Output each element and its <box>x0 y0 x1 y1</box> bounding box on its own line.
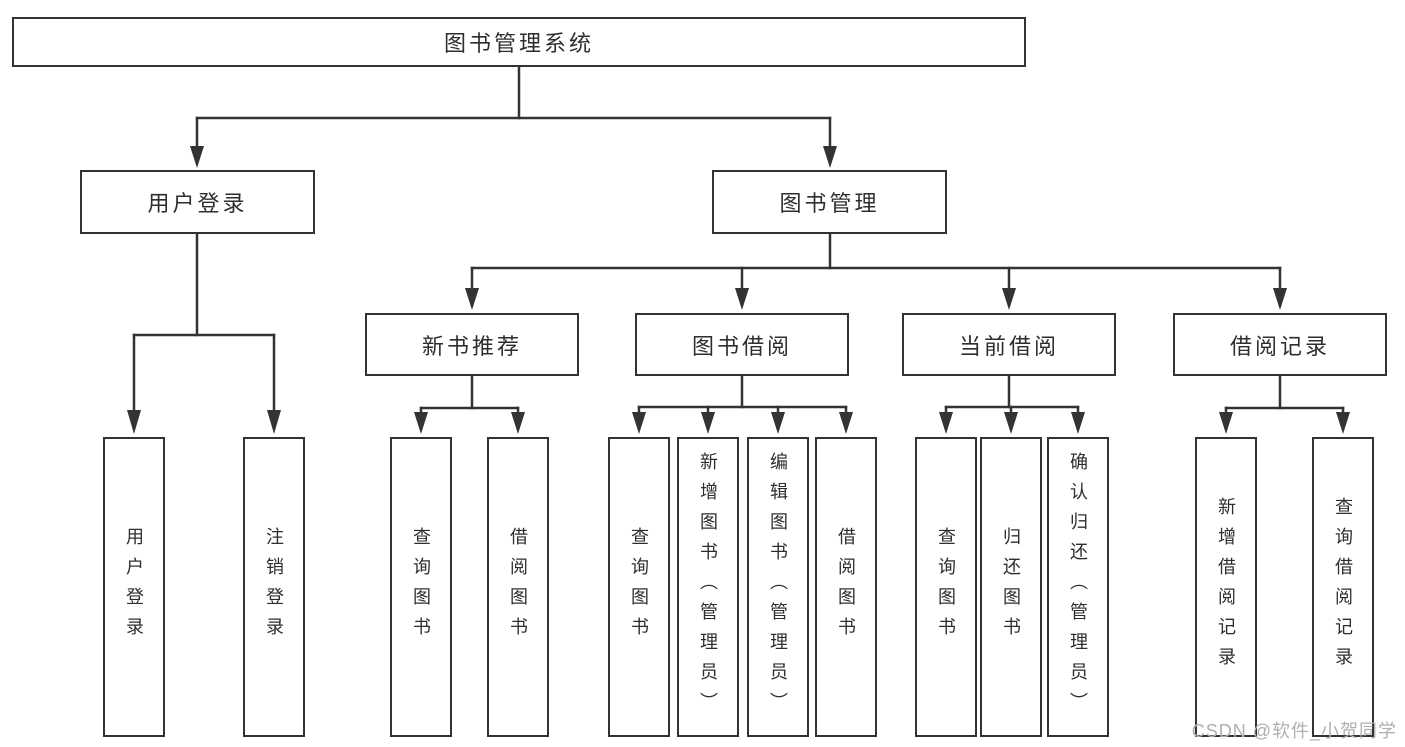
leaf-query-borrow-record: 查询借阅记录 <box>1312 437 1374 737</box>
node-current-borrow: 当前借阅 <box>902 313 1116 376</box>
leaf-edit-books-admin: 编辑图书（管理员） <box>747 437 809 737</box>
leaf-user-login: 用户登录 <box>103 437 165 737</box>
leaf-query-books: 查询图书 <box>915 437 977 737</box>
node-library-management-system: 图书管理系统 <box>12 17 1026 67</box>
node-new-book-recommend: 新书推荐 <box>365 313 579 376</box>
node-book-management: 图书管理 <box>712 170 947 234</box>
leaf-query-books: 查询图书 <box>608 437 670 737</box>
leaf-add-borrow-record: 新增借阅记录 <box>1195 437 1257 737</box>
csdn-watermark: CSDN @软件_小贺同学 <box>1191 721 1397 741</box>
node-borrow-records: 借阅记录 <box>1173 313 1387 376</box>
leaf-query-books: 查询图书 <box>390 437 452 737</box>
leaf-logout-login: 注销登录 <box>243 437 305 737</box>
node-book-borrow: 图书借阅 <box>635 313 849 376</box>
leaf-borrow-books: 借阅图书 <box>487 437 549 737</box>
leaf-return-books: 归还图书 <box>980 437 1042 737</box>
leaf-confirm-return-admin: 确认归还（管理员） <box>1047 437 1109 737</box>
leaf-borrow-books: 借阅图书 <box>815 437 877 737</box>
leaf-add-books-admin: 新增图书（管理员） <box>677 437 739 737</box>
node-user-login: 用户登录 <box>80 170 315 234</box>
